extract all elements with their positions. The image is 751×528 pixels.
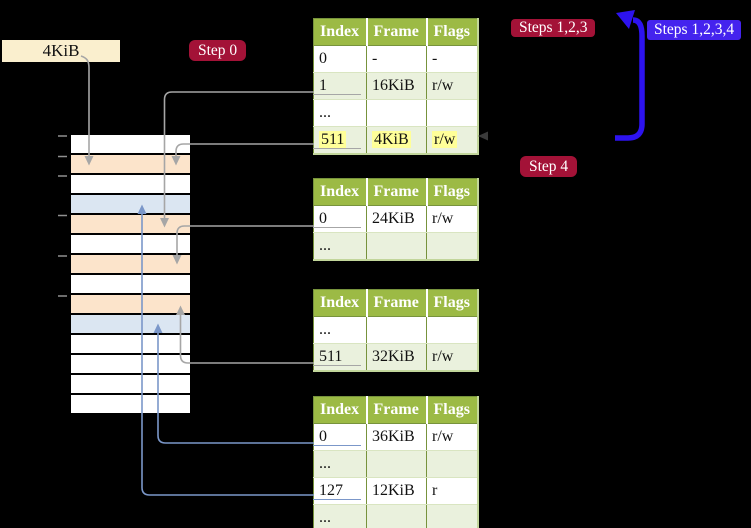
column-header-frame: Frame [366, 178, 428, 206]
cell-flags: r/w [426, 205, 478, 233]
entry-underline [313, 364, 361, 366]
entry-underline [313, 444, 361, 446]
memory-frame [71, 175, 190, 195]
cell-index: ... [313, 316, 367, 344]
cell-frame: 16KiB [366, 72, 427, 100]
cell-index: 511 [313, 126, 367, 154]
memory-frame [71, 235, 190, 255]
cell-flags: r [426, 477, 478, 505]
table-row: ... [313, 316, 478, 344]
cell-flags [426, 504, 478, 528]
cell-frame [366, 504, 427, 528]
cell-flags: r/w [426, 126, 478, 154]
table-row: ... [313, 450, 478, 478]
cell-flags: r/w [426, 343, 478, 371]
memory-frame [71, 375, 190, 395]
page-table-level-d: Index Frame Flags 0 36KiB r/w ... 127 12… [313, 396, 479, 528]
cell-index: ... [313, 504, 367, 528]
connector-pt1-entry511-to-frame-4kib [175, 143, 314, 156]
memory-frame [71, 355, 190, 375]
column-header-index: Index [313, 396, 368, 424]
cell-frame: - [366, 45, 427, 73]
cell-frame [366, 316, 427, 344]
entry-underline [313, 498, 361, 500]
physical-memory-map [71, 135, 190, 415]
cell-frame [366, 232, 427, 260]
table-row: 511 32KiB r/w [313, 343, 478, 371]
cell-frame: 12KiB [366, 477, 427, 505]
cell-frame [366, 99, 427, 127]
cell-flags [426, 232, 478, 260]
table-row: ... [313, 99, 478, 127]
cell-index: ... [313, 450, 367, 478]
memory-frame [71, 135, 190, 155]
connector-pt2-entry0-to-frame-24kib [176, 225, 314, 255]
column-header-flags: Flags [426, 396, 478, 424]
memory-frame [71, 295, 190, 315]
cell-index: 1 [313, 72, 367, 100]
address-tick-marks [58, 135, 67, 297]
cell-index: 127 [313, 477, 367, 505]
cell-flags [426, 99, 478, 127]
connector-pt3-entry511-to-frame-32kib [179, 315, 314, 364]
steps1234-badge: Steps 1,2,3,4 [647, 20, 742, 40]
cell-index: 0 [313, 205, 367, 233]
column-header-flags: Flags [426, 18, 478, 46]
memory-frame [71, 255, 190, 275]
cell-flags [426, 316, 478, 344]
column-header-index: Index [313, 178, 368, 206]
cell-index: 511 [313, 343, 367, 371]
page-table-level-c: Index Frame Flags ... 511 32KiB r/w [313, 289, 479, 372]
cell-flags: r/w [426, 72, 478, 100]
step4-badge: Step 4 [520, 156, 578, 177]
table-row: 0 24KiB r/w [313, 205, 478, 233]
steps123-badge: Steps 1,2,3 [511, 19, 596, 37]
column-header-frame: Frame [366, 18, 428, 46]
column-header-index: Index [313, 289, 368, 317]
table-row: ... [313, 232, 478, 260]
table-row: 0 36KiB r/w [313, 423, 478, 451]
table-row: 127 12KiB r [313, 477, 478, 505]
column-header-frame: Frame [366, 289, 428, 317]
memory-frame [71, 215, 190, 235]
page-table-level-a: Index Frame Flags 0 - - 1 16KiB r/w ... … [313, 18, 479, 155]
cell-frame: 32KiB [366, 343, 427, 371]
cell-frame: 36KiB [366, 423, 427, 451]
column-header-flags: Flags [426, 178, 478, 206]
memory-frame [71, 195, 190, 215]
memory-frame [71, 395, 190, 415]
cell-index: 0 [313, 423, 367, 451]
column-header-flags: Flags [426, 289, 478, 317]
entry-underline [313, 93, 361, 95]
cell-index: 0 [313, 45, 367, 73]
frame-size-label: 4KiB [2, 40, 120, 62]
cell-index: ... [313, 99, 367, 127]
column-header-frame: Frame [366, 396, 428, 424]
memory-frame [71, 275, 190, 295]
entry-underline [313, 147, 361, 149]
table-row: 1 16KiB r/w [313, 72, 478, 100]
memory-frame [71, 315, 190, 335]
page-table-level-b: Index Frame Flags 0 24KiB r/w ... [313, 178, 479, 261]
entry-underline [313, 226, 361, 228]
memory-frame [71, 155, 190, 175]
cr3-arrow-tip-icon [478, 131, 488, 141]
cell-frame: 4KiB [366, 126, 427, 154]
step0-badge: Step 0 [189, 40, 247, 61]
cell-index: ... [313, 232, 367, 260]
cell-frame [366, 450, 427, 478]
table-row-highlighted: 511 4KiB r/w [313, 126, 478, 154]
memory-frame [71, 335, 190, 355]
cell-frame: 24KiB [366, 205, 427, 233]
column-header-index: Index [313, 18, 368, 46]
repeat-translation-arrowhead-icon [616, 10, 635, 29]
table-row: ... [313, 504, 478, 528]
cell-flags: r/w [426, 423, 478, 451]
table-row: 0 - - [313, 45, 478, 73]
cell-flags [426, 450, 478, 478]
repeat-translation-arrow [615, 17, 645, 141]
cell-flags: - [426, 45, 478, 73]
